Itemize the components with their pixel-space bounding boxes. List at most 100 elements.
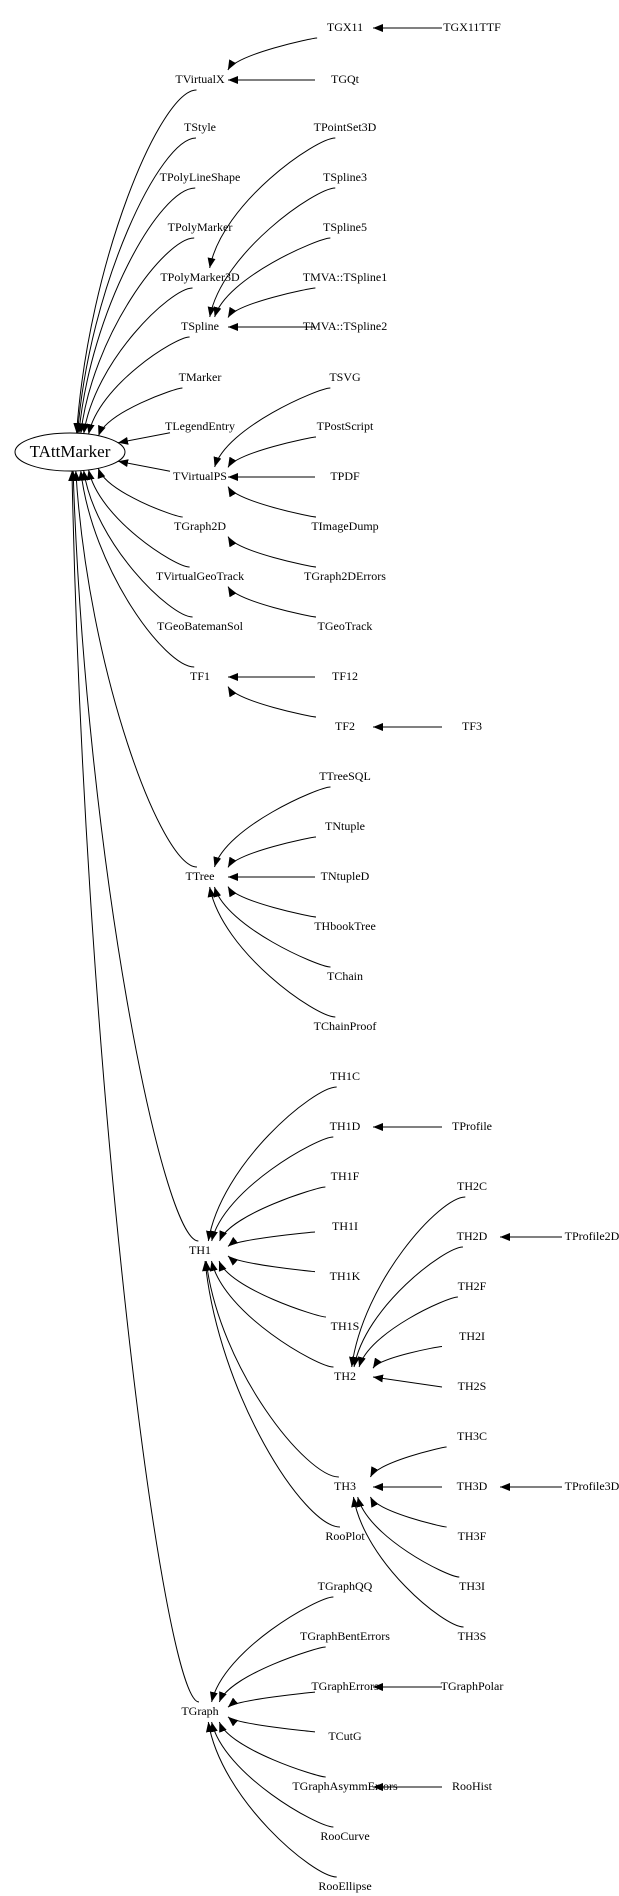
node-rooellipse: RooEllipse [318,1879,371,1893]
edge-tntuple-to-ttree [227,836,317,868]
edge-roocurve-to-tgraph [209,1721,334,1828]
edge-th1c-to-th1 [206,1086,337,1242]
edge-tvirtualps-to-tattmarker [117,459,171,472]
edge-tgraph2derrors-to-tgraph2d [227,536,317,568]
node-tpointset3d: TPointSet3D [314,120,377,134]
edge-th3f-to-th3 [369,1496,447,1528]
edge-tspline5-to-tspline [213,237,331,318]
node-tgraph2derrors: TGraph2DErrors [304,569,386,583]
node-th3i: TH3I [459,1579,485,1593]
node-tspline3: TSpline3 [323,170,367,184]
edge-th3-to-th1 [203,1260,339,1478]
node-th1d: TH1D [330,1119,361,1133]
node-tprofile: TProfile [452,1119,492,1133]
node-tprofile2d: TProfile2D [565,1229,619,1243]
edge-layer [68,24,562,1878]
edge-th2-to-th1 [209,1260,334,1368]
node-tgrapherrors: TGraphErrors [311,1679,379,1693]
edge-ttreesql-to-ttree [213,786,331,868]
node-tpolymarker: TPolyMarker [168,220,233,234]
node-tprofile3d: TProfile3D [565,1479,619,1493]
node-tntuple: TNtuple [325,819,365,833]
node-tgeobatemansol: TGeoBatemanSol [157,619,244,633]
node-tmarker: TMarker [179,370,222,384]
node-ttree: TTree [186,869,215,883]
node-th2: TH2 [334,1369,356,1383]
node-tspline: TSpline [181,319,219,333]
edge-thbooktree-to-ttree [227,886,317,918]
edge-tchainproof-to-ttree [207,886,336,1018]
edge-tgraphasymmerrors-to-tgraph [218,1721,326,1778]
edge-tlegendentry-to-tattmarker [117,432,171,445]
node-thbooktree: THbookTree [314,919,376,933]
edge-th1f-to-th1 [219,1186,326,1242]
edge-tgraph-to-tattmarker [68,470,200,1703]
node-tvirtualps: TVirtualPS [173,469,227,483]
edge-tgeotrack-to-tvirtualgeotrack [227,586,317,618]
edge-th2d-to-th2 [351,1246,463,1368]
node-th3c: TH3C [457,1429,487,1443]
edge-tgx11-to-tvirtualx [227,37,318,71]
node-tstyle: TStyle [184,120,216,134]
node-th3s: TH3S [458,1629,487,1643]
node-tchain: TChain [327,969,363,983]
node-tcutg: TCutG [328,1729,362,1743]
node-th2s: TH2S [458,1379,487,1393]
node-tspline5: TSpline5 [323,220,367,234]
node-tmva-tspline1: TMVA::TSpline1 [303,270,387,284]
node-label: TAttMarker [30,442,111,461]
edge-timagedump-to-tvirtualps [227,486,317,518]
node-tvirtualx: TVirtualX [175,72,225,86]
node-tgeotrack: TGeoTrack [318,619,373,633]
edge-th1-to-tattmarker [69,470,199,1242]
node-tf2: TF2 [335,719,355,733]
node-tgraph: TGraph [181,1704,218,1718]
edge-tgeobatemansol-to-tattmarker [81,470,193,618]
edge-th1d-to-th1 [210,1136,334,1242]
node-th1s: TH1S [331,1319,360,1333]
edge-tvirtualx-to-tattmarker [73,89,197,434]
edge-tsvg-to-tvirtualps [213,387,331,468]
edge-tmarker-to-tattmarker [98,387,183,436]
edge-th2f-to-th2 [357,1296,458,1368]
node-tmva-tspline2: TMVA::TSpline2 [303,319,387,333]
node-th1i: TH1I [332,1219,358,1233]
node-th2d: TH2D [457,1229,488,1243]
edge-rooellipse-to-tgraph [205,1721,337,1878]
node-tsvg: TSVG [329,370,361,384]
node-th3: TH3 [334,1479,356,1493]
node-tgraphbenterrors: TGraphBentErrors [300,1629,390,1643]
edge-th2i-to-th2 [372,1345,443,1369]
node-tntupled: TNtupleD [321,869,370,883]
edge-rooplot-to-th1 [202,1260,340,1528]
edge-tgraph2d-to-tattmarker [97,468,183,518]
node-th2i: TH2I [459,1329,485,1343]
edge-th1s-to-th1 [218,1260,326,1318]
node-ttreesql: TTreeSQL [319,769,371,783]
node-th2c: TH2C [457,1179,487,1193]
node-roocurve: RooCurve [320,1829,369,1843]
edge-tpolymarker3d-to-tattmarker [81,287,193,434]
edge-tcutg-to-tgraph [227,1716,316,1733]
node-timagedump: TImageDump [311,519,378,533]
node-tgqt: TGQt [331,72,360,86]
edge-tpostscript-to-tvirtualps [227,436,317,468]
node-tvirtualgeotrack: TVirtualGeoTrack [156,569,244,583]
edge-th3s-to-th3 [351,1496,464,1628]
edge-ttree-to-tattmarker [72,470,197,868]
node-th1: TH1 [189,1243,211,1257]
edge-th3c-to-th3 [369,1446,447,1478]
edge-tf2-to-tf1 [227,686,317,718]
root-node-ellipse [14,432,126,472]
edge-tgraphbenterrors-to-tgraph [218,1646,326,1703]
edge-tstyle-to-tattmarker [74,137,196,434]
node-tpostscript: TPostScript [317,419,374,433]
node-tgraphpolar: TGraphPolar [441,1679,504,1693]
node-roohist: RooHist [452,1779,493,1793]
edge-tvirtualgeotrack-to-tattmarker [86,469,190,568]
node-tgx11: TGX11 [327,20,363,34]
node-rooplot: RooPlot [325,1529,365,1543]
edge-tpolymarker-to-tattmarker [77,237,195,434]
node-tattmarker: TAttMarker [14,432,126,472]
